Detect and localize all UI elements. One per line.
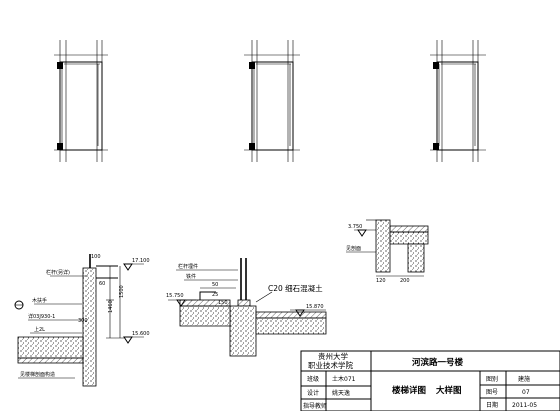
note-railing: 栏杆(另详): [46, 269, 70, 276]
elev-bottom: 15.600: [132, 331, 150, 337]
date-value: 2011-05: [512, 402, 537, 409]
dim-50: 50: [212, 282, 218, 288]
title-block: [300, 350, 560, 411]
project-name: 河滨路一号楼: [412, 357, 464, 368]
note-ref: 详03J930-1: [28, 313, 55, 320]
drawing-title-1: 楼梯详图: [392, 385, 426, 396]
dim-300: 300: [78, 318, 88, 324]
school-name-line2: 职业技术学院: [308, 360, 353, 370]
elev-right: 3.750: [348, 224, 362, 230]
railing-detail: 1460 1500 100 60 300 17.100 15.600 栏杆(另详…: [14, 254, 150, 387]
dim-150: 150: [218, 300, 228, 306]
dwg-no-value: 07: [522, 389, 530, 396]
dwg-type-label: 图别: [486, 375, 498, 383]
advisor-label: 指导教师: [303, 402, 327, 410]
elev-mid-1: 15.750: [166, 293, 184, 299]
elev-top: 17.100: [132, 258, 150, 264]
frame-detail-2: [244, 40, 300, 162]
dim-right-b: 200: [400, 278, 410, 284]
date-label: 日期: [486, 401, 498, 409]
dwg-type-value: 建施: [518, 375, 530, 383]
dim-100: 100: [91, 254, 101, 260]
dim-60: 60: [99, 281, 105, 287]
school-name-line1: 贵州大学: [318, 351, 348, 361]
dim-25: 25: [212, 292, 218, 298]
section-detail: 3.750 120 200 见剖面: [346, 219, 429, 284]
note-rebar: 栏杆埋件: [178, 263, 198, 270]
note-beam: 上2L: [34, 326, 45, 333]
drawing-title-2: 大样图: [436, 385, 462, 396]
dim-1500: 1500: [119, 285, 125, 298]
elev-mid-2: 15.870: [306, 304, 324, 310]
designer-name: 姚天逸: [332, 389, 350, 397]
note-plaster: 见楼梯剖面构造: [20, 371, 55, 378]
label-c20: C20 细石混凝土: [268, 283, 323, 293]
class-value: 土木071: [332, 375, 356, 383]
design-label: 设计: [307, 389, 319, 397]
step-detail: C20 细石混凝土 15.750 15.870 25 50 150 栏杆埋件 铁…: [166, 258, 327, 357]
dim-1460: 1460: [108, 300, 114, 313]
note-handrail: 木扶手: [32, 297, 47, 304]
dim-right-a: 120: [376, 278, 386, 284]
note-angle: 铁件: [186, 273, 196, 280]
frame-detail-1: [54, 40, 108, 162]
frame-detail-3: [430, 40, 486, 162]
note-right: 见剖面: [346, 245, 361, 252]
dwg-no-label: 图号: [486, 389, 498, 396]
class-label: 班级: [307, 375, 319, 383]
